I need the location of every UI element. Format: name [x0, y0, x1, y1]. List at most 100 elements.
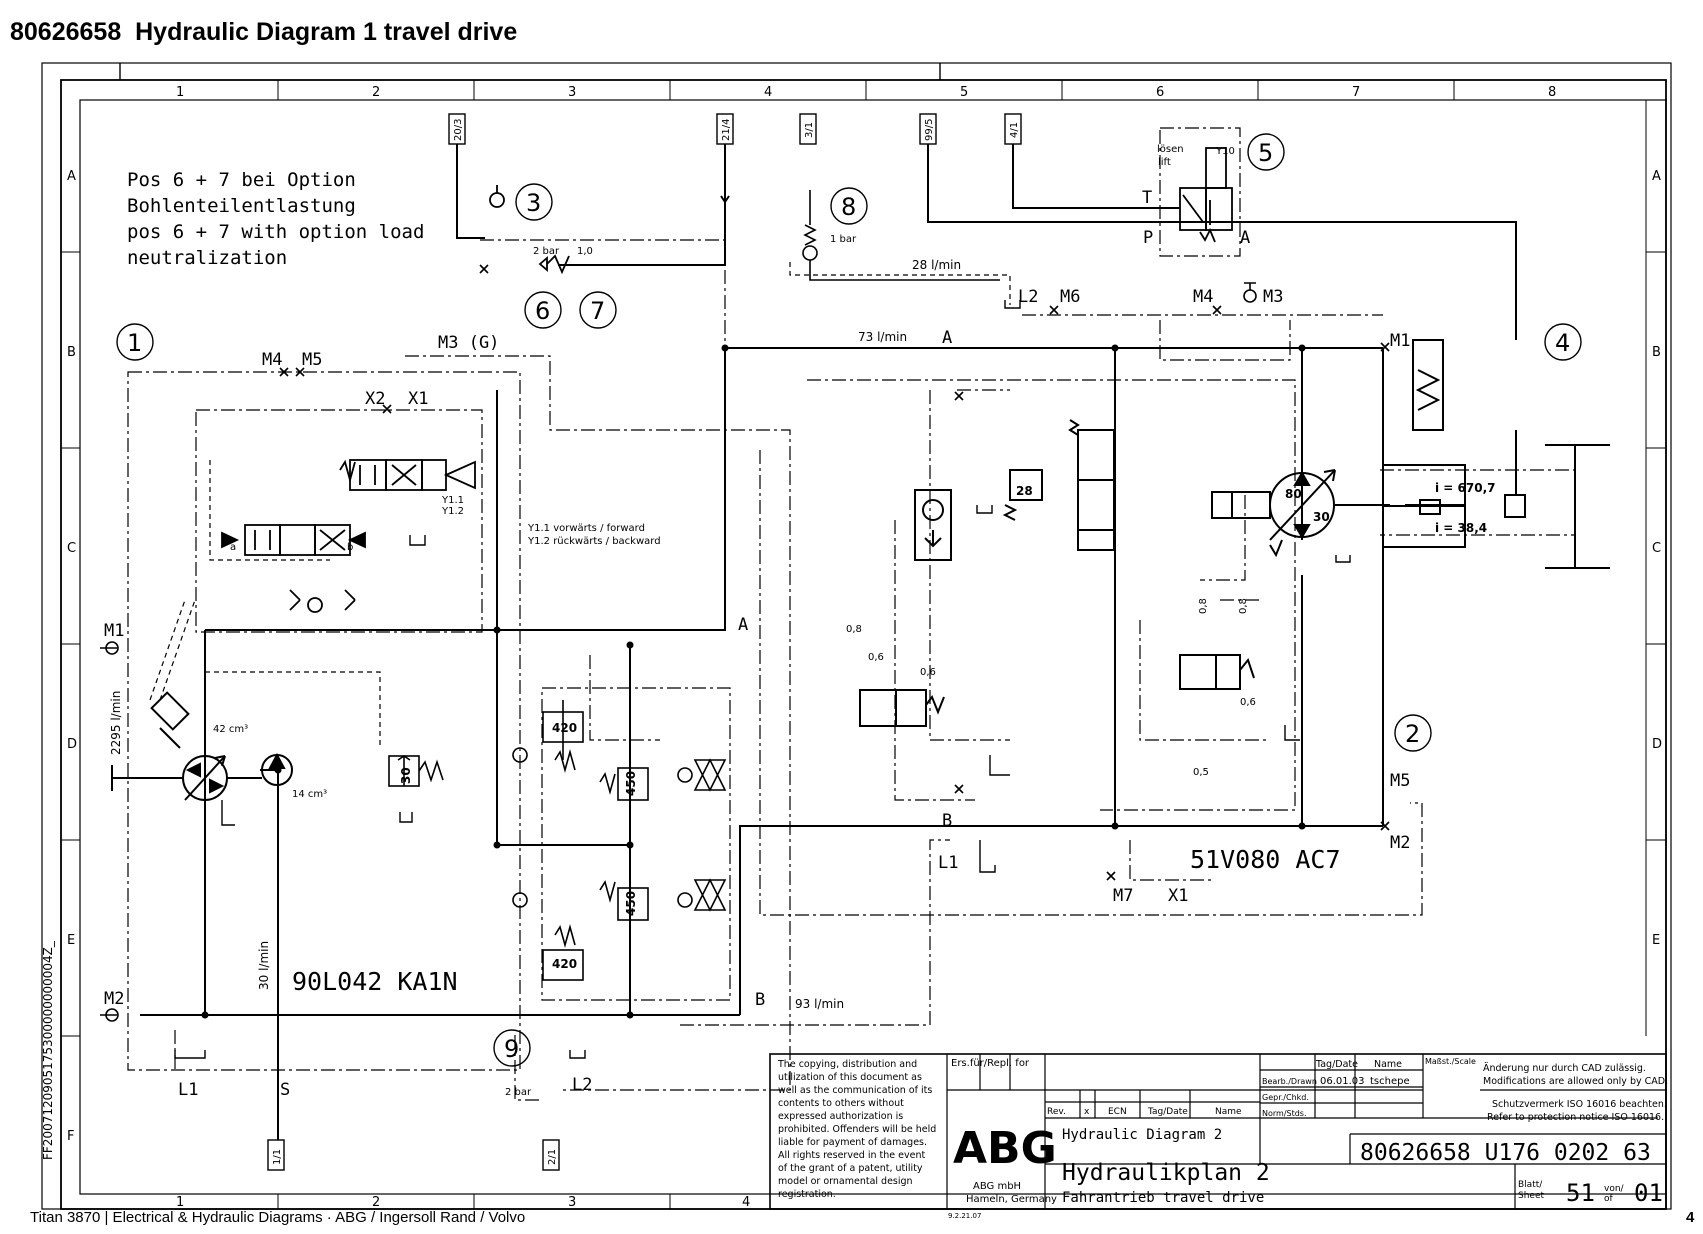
svg-text:lösen: lösen: [1157, 144, 1184, 155]
svg-text:20/3: 20/3: [453, 119, 464, 141]
svg-text:8: 8: [841, 193, 856, 221]
svg-text:Tag/Date: Tag/Date: [1315, 1059, 1358, 1070]
gauge-ports: [100, 282, 1257, 1022]
dashed-lines: [149, 262, 1011, 745]
svg-text:06.01.03: 06.01.03: [1320, 1076, 1365, 1087]
svg-text:T: T: [1142, 188, 1152, 208]
svg-text:Bohlenteilentlastung: Bohlenteilentlastung: [127, 195, 356, 217]
svg-text:contents to others without: contents to others without: [778, 1098, 904, 1109]
row-A: A: [67, 169, 76, 184]
svg-text:0,5: 0,5: [1193, 767, 1209, 778]
row-D: D: [67, 737, 77, 752]
solid-lines: [140, 144, 1517, 1140]
svg-text:Y1.1: Y1.1: [441, 495, 464, 506]
svg-text:Y1.2: Y1.2: [441, 506, 464, 517]
svg-text:2/1: 2/1: [547, 1149, 558, 1165]
svg-text:420: 420: [552, 721, 577, 735]
svg-text:utilization of this document a: utilization of this document as: [778, 1072, 922, 1083]
col-2-bottom: 2: [372, 1195, 380, 1210]
flow-labels: 28 l/min 73 l/min 93 l/min 2295 l/min 30…: [109, 258, 961, 1011]
title-block-text: The copying, distribution and utilizatio…: [777, 1057, 1668, 1220]
row-A-right: A: [1652, 169, 1661, 184]
svg-text:well as the communication of i: well as the communication of its: [778, 1085, 932, 1096]
svg-text:i = 38,4: i = 38,4: [1435, 521, 1487, 535]
ref-3-1: [799, 113, 817, 145]
svg-text:42 cm³: 42 cm³: [213, 724, 248, 735]
svg-text:model or ornamental design: model or ornamental design: [778, 1176, 913, 1187]
svg-text:2: 2: [1405, 720, 1420, 748]
test-points: [279, 264, 1390, 881]
svg-text:b: b: [347, 542, 353, 553]
svg-text:1 bar: 1 bar: [830, 234, 857, 245]
svg-text:M1: M1: [104, 621, 124, 641]
svg-text:M2: M2: [104, 989, 124, 1009]
svg-text:X2: X2: [365, 389, 385, 409]
svg-text:Hameln, Germany: Hameln, Germany: [966, 1194, 1057, 1205]
svg-text:M2: M2: [1390, 833, 1410, 853]
svg-text:Schutzvermerk ISO 16016 beacht: Schutzvermerk ISO 16016 beachten.: [1492, 1099, 1667, 1110]
svg-text:A: A: [738, 615, 748, 635]
svg-text:80: 80: [1285, 487, 1302, 501]
svg-text:Y10: Y10: [1215, 146, 1235, 157]
svg-text:2295 l/min: 2295 l/min: [109, 691, 123, 755]
component-values: 420 420 450 450 30 28 80 30 i = 670,7 i …: [399, 481, 1495, 971]
footer-page-number: 4: [1686, 1209, 1695, 1226]
option-note: Pos 6 + 7 bei Option Bohlenteilentlastun…: [127, 169, 424, 269]
svg-text:1: 1: [127, 329, 142, 357]
ref-boxes: 20/3 21/4 3/1 99/5 4/1 1/1 2/1: [267, 113, 1022, 1171]
col-4-bottom: 4: [742, 1195, 750, 1210]
svg-text:Pos 6 + 7 bei Option: Pos 6 + 7 bei Option: [127, 169, 356, 191]
svg-text:ABG mbH: ABG mbH: [973, 1181, 1021, 1192]
svg-text:All rights reserved in the eve: All rights reserved in the event: [778, 1150, 925, 1161]
page-title: 80626658 Hydraulic Diagram 1 travel driv…: [10, 18, 518, 46]
svg-text:L2: L2: [572, 1075, 592, 1095]
svg-text:B: B: [755, 990, 765, 1010]
svg-text:L1: L1: [938, 853, 958, 873]
svg-text:expressed authorization is: expressed authorization is: [778, 1111, 903, 1122]
svg-text:Ers.für/Repl. for: Ers.für/Repl. for: [951, 1058, 1030, 1069]
col-1: 1: [176, 85, 184, 100]
side-code: FF2007120905175300000000004Z_: [41, 940, 55, 1160]
junction-dots: [201, 344, 1306, 1019]
svg-text:99/5: 99/5: [924, 119, 935, 141]
svg-text:Name: Name: [1374, 1059, 1402, 1070]
svg-text:73 l/min: 73 l/min: [858, 330, 907, 344]
svg-text:2 bar: 2 bar: [533, 246, 560, 257]
row-F: F: [67, 1129, 74, 1144]
footer-text: Titan 3870 | Electrical & Hydraulic Diag…: [30, 1209, 526, 1226]
svg-text:L1: L1: [178, 1080, 198, 1100]
svg-text:4/1: 4/1: [1009, 122, 1020, 138]
check-valve-8: [802, 190, 1000, 281]
svg-text:30: 30: [1313, 510, 1330, 524]
svg-text:prohibited. Offenders will be: prohibited. Offenders will be held: [778, 1124, 936, 1135]
copyright-notice: The copying, distribution and utilizatio…: [777, 1059, 936, 1200]
svg-text:30: 30: [399, 767, 413, 784]
svg-text:pos 6 + 7 with option load: pos 6 + 7 with option load: [127, 221, 424, 243]
svg-text:B: B: [942, 811, 952, 831]
svg-text:1,0: 1,0: [577, 246, 593, 257]
svg-text:Hydraulic Diagram 2: Hydraulic Diagram 2: [1062, 1127, 1222, 1143]
svg-text:9: 9: [504, 1035, 519, 1063]
svg-text:450: 450: [624, 771, 638, 796]
svg-text:3/1: 3/1: [804, 122, 815, 138]
svg-text:14 cm³: 14 cm³: [292, 789, 327, 800]
svg-text:liable for payment of damages.: liable for payment of damages.: [778, 1137, 927, 1148]
svg-text:Rev.: Rev.: [1047, 1107, 1066, 1117]
pump-type-label: 90L042 KA1N: [292, 967, 458, 996]
col-2: 2: [372, 85, 380, 100]
svg-text:of: of: [1604, 1194, 1614, 1204]
svg-text:ECN: ECN: [1108, 1107, 1127, 1117]
col-5: 5: [960, 85, 968, 100]
svg-text:Gepr./Chkd.: Gepr./Chkd.: [1262, 1093, 1309, 1102]
col-3-bottom: 3: [568, 1195, 576, 1210]
row-E: E: [67, 933, 75, 948]
svg-text:0,6: 0,6: [868, 652, 884, 663]
svg-text:M3 (G): M3 (G): [438, 333, 499, 353]
svg-text:a: a: [230, 542, 236, 553]
svg-text:0,8: 0,8: [846, 624, 862, 635]
svg-text:Name: Name: [1215, 1107, 1242, 1117]
relief-valves-pump: [388, 700, 727, 1015]
position-circles: 1 2 3 4 5 6 7 8 9: [116, 133, 1582, 1067]
row-B-right: B: [1652, 345, 1661, 360]
